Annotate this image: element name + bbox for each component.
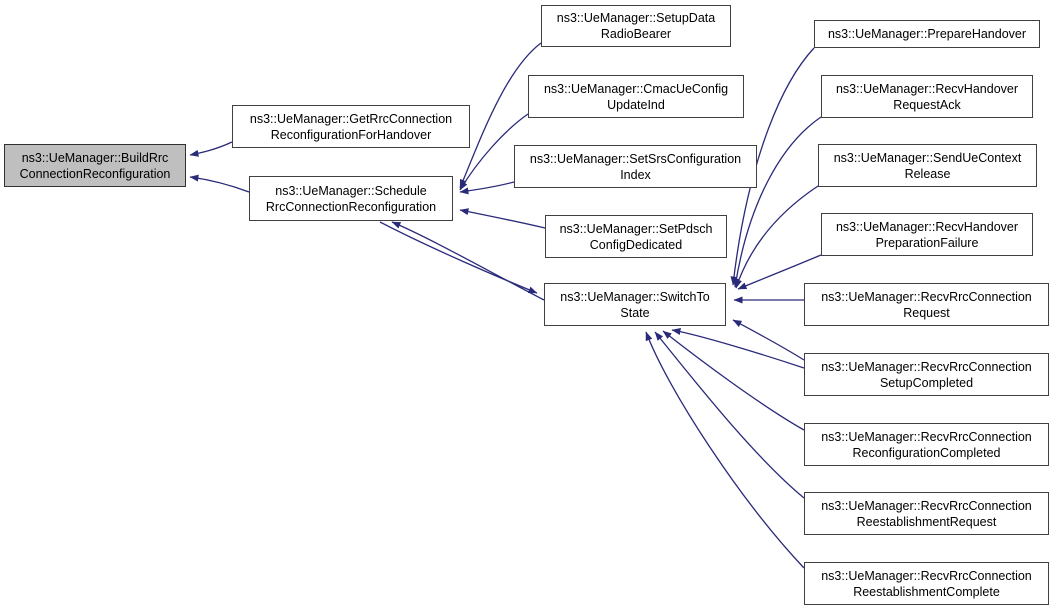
node-label: ns3::UeManager::GetRrcConnection Reconfi… bbox=[249, 111, 453, 142]
node-recv-rrc-connection-reestablishment-complete[interactable]: ns3::UeManager::RecvRrcConnection Reesta… bbox=[804, 562, 1049, 605]
node-label: ns3::UeManager::Schedule RrcConnectionRe… bbox=[265, 183, 437, 214]
node-cmac-ue-config-update-ind[interactable]: ns3::UeManager::CmacUeConfig UpdateInd bbox=[528, 75, 744, 118]
edge-recv-rrc-connection-reestablishment-complete-to-switch-to-state bbox=[645, 331, 805, 569]
node-label: ns3::UeManager::SetPdsch ConfigDedicated bbox=[559, 221, 713, 252]
edge-recv-rrc-connection-setup-completed-to-switch-to-state bbox=[732, 319, 805, 361]
node-label: ns3::UeManager::BuildRrc ConnectionRecon… bbox=[19, 150, 171, 181]
node-recv-rrc-connection-reconfiguration-completed[interactable]: ns3::UeManager::RecvRrcConnection Reconf… bbox=[804, 423, 1049, 466]
edge-switch-to-state-to-schedule-rrc-connection-reconfiguration bbox=[391, 221, 545, 301]
node-recv-rrc-connection-request[interactable]: ns3::UeManager::RecvRrcConnection Reques… bbox=[804, 283, 1049, 326]
edge-recv-rrc-connection-reestablishment-request-to-switch-to-state bbox=[654, 331, 805, 499]
node-label: ns3::UeManager::CmacUeConfig UpdateInd bbox=[543, 81, 729, 112]
node-label: ns3::UeManager::RecvRrcConnection Reesta… bbox=[821, 568, 1032, 599]
edge-send-ue-context-release-to-switch-to-state bbox=[735, 185, 819, 289]
node-prepare-handover[interactable]: ns3::UeManager::PrepareHandover bbox=[814, 20, 1040, 48]
node-label: ns3::UeManager::RecvHandover RequestAck bbox=[835, 81, 1019, 112]
node-label: ns3::UeManager::SetSrsConfiguration Inde… bbox=[529, 151, 742, 182]
node-recv-handover-request-ack[interactable]: ns3::UeManager::RecvHandover RequestAck bbox=[821, 75, 1033, 118]
edge-get-rrc-connection-reconfiguration-for-handover-to-build-rrc-connection-reconfiguration bbox=[189, 141, 233, 157]
node-set-pdsch-config-dedicated[interactable]: ns3::UeManager::SetPdsch ConfigDedicated bbox=[545, 215, 727, 258]
edge-set-pdsch-config-dedicated-to-schedule-rrc-connection-reconfiguration bbox=[459, 208, 546, 229]
node-build-rrc-connection-reconfiguration[interactable]: ns3::UeManager::BuildRrc ConnectionRecon… bbox=[4, 144, 186, 187]
node-label: ns3::UeManager::PrepareHandover bbox=[827, 27, 1027, 41]
node-label: ns3::UeManager::RecvHandover Preparation… bbox=[835, 219, 1019, 250]
node-recv-rrc-connection-reestablishment-request[interactable]: ns3::UeManager::RecvRrcConnection Reesta… bbox=[804, 492, 1049, 535]
node-label: ns3::UeManager::RecvRrcConnection SetupC… bbox=[821, 359, 1032, 390]
edge-recv-rrc-connection-reconfiguration-completed-to-switch-to-state bbox=[662, 330, 805, 431]
node-send-ue-context-release[interactable]: ns3::UeManager::SendUeContext Release bbox=[818, 144, 1037, 187]
node-switch-to-state[interactable]: ns3::UeManager::SwitchTo State bbox=[544, 283, 726, 326]
edge-schedule-rrc-connection-reconfiguration-to-switch-to-state bbox=[379, 221, 538, 294]
node-label: ns3::UeManager::SwitchTo State bbox=[560, 289, 710, 320]
node-schedule-rrc-connection-reconfiguration[interactable]: ns3::UeManager::Schedule RrcConnectionRe… bbox=[249, 176, 453, 221]
edge-set-srs-configuration-index-to-schedule-rrc-connection-reconfiguration bbox=[459, 181, 515, 195]
edge-recv-rrc-connection-setup-completed-2-to-switch-to-state bbox=[671, 328, 805, 369]
node-setup-data-radio-bearer[interactable]: ns3::UeManager::SetupData RadioBearer bbox=[541, 5, 731, 47]
node-label: ns3::UeManager::RecvRrcConnection Reconf… bbox=[821, 429, 1032, 460]
node-recv-rrc-connection-setup-completed[interactable]: ns3::UeManager::RecvRrcConnection SetupC… bbox=[804, 353, 1049, 396]
node-label: ns3::UeManager::SendUeContext Release bbox=[833, 150, 1022, 181]
node-label: ns3::UeManager::RecvRrcConnection Reesta… bbox=[821, 498, 1032, 529]
node-get-rrc-connection-reconfiguration-for-handover[interactable]: ns3::UeManager::GetRrcConnection Reconfi… bbox=[232, 105, 470, 148]
edge-schedule-rrc-connection-reconfiguration-to-build-rrc-connection-reconfiguration bbox=[189, 174, 250, 193]
node-recv-handover-preparation-failure[interactable]: ns3::UeManager::RecvHandover Preparation… bbox=[821, 213, 1033, 256]
node-label: ns3::UeManager::SetupData RadioBearer bbox=[556, 11, 716, 41]
node-set-srs-configuration-index[interactable]: ns3::UeManager::SetSrsConfiguration Inde… bbox=[514, 145, 757, 188]
node-label: ns3::UeManager::RecvRrcConnection Reques… bbox=[821, 289, 1032, 320]
edge-recv-handover-request-ack-to-switch-to-state bbox=[732, 116, 822, 288]
